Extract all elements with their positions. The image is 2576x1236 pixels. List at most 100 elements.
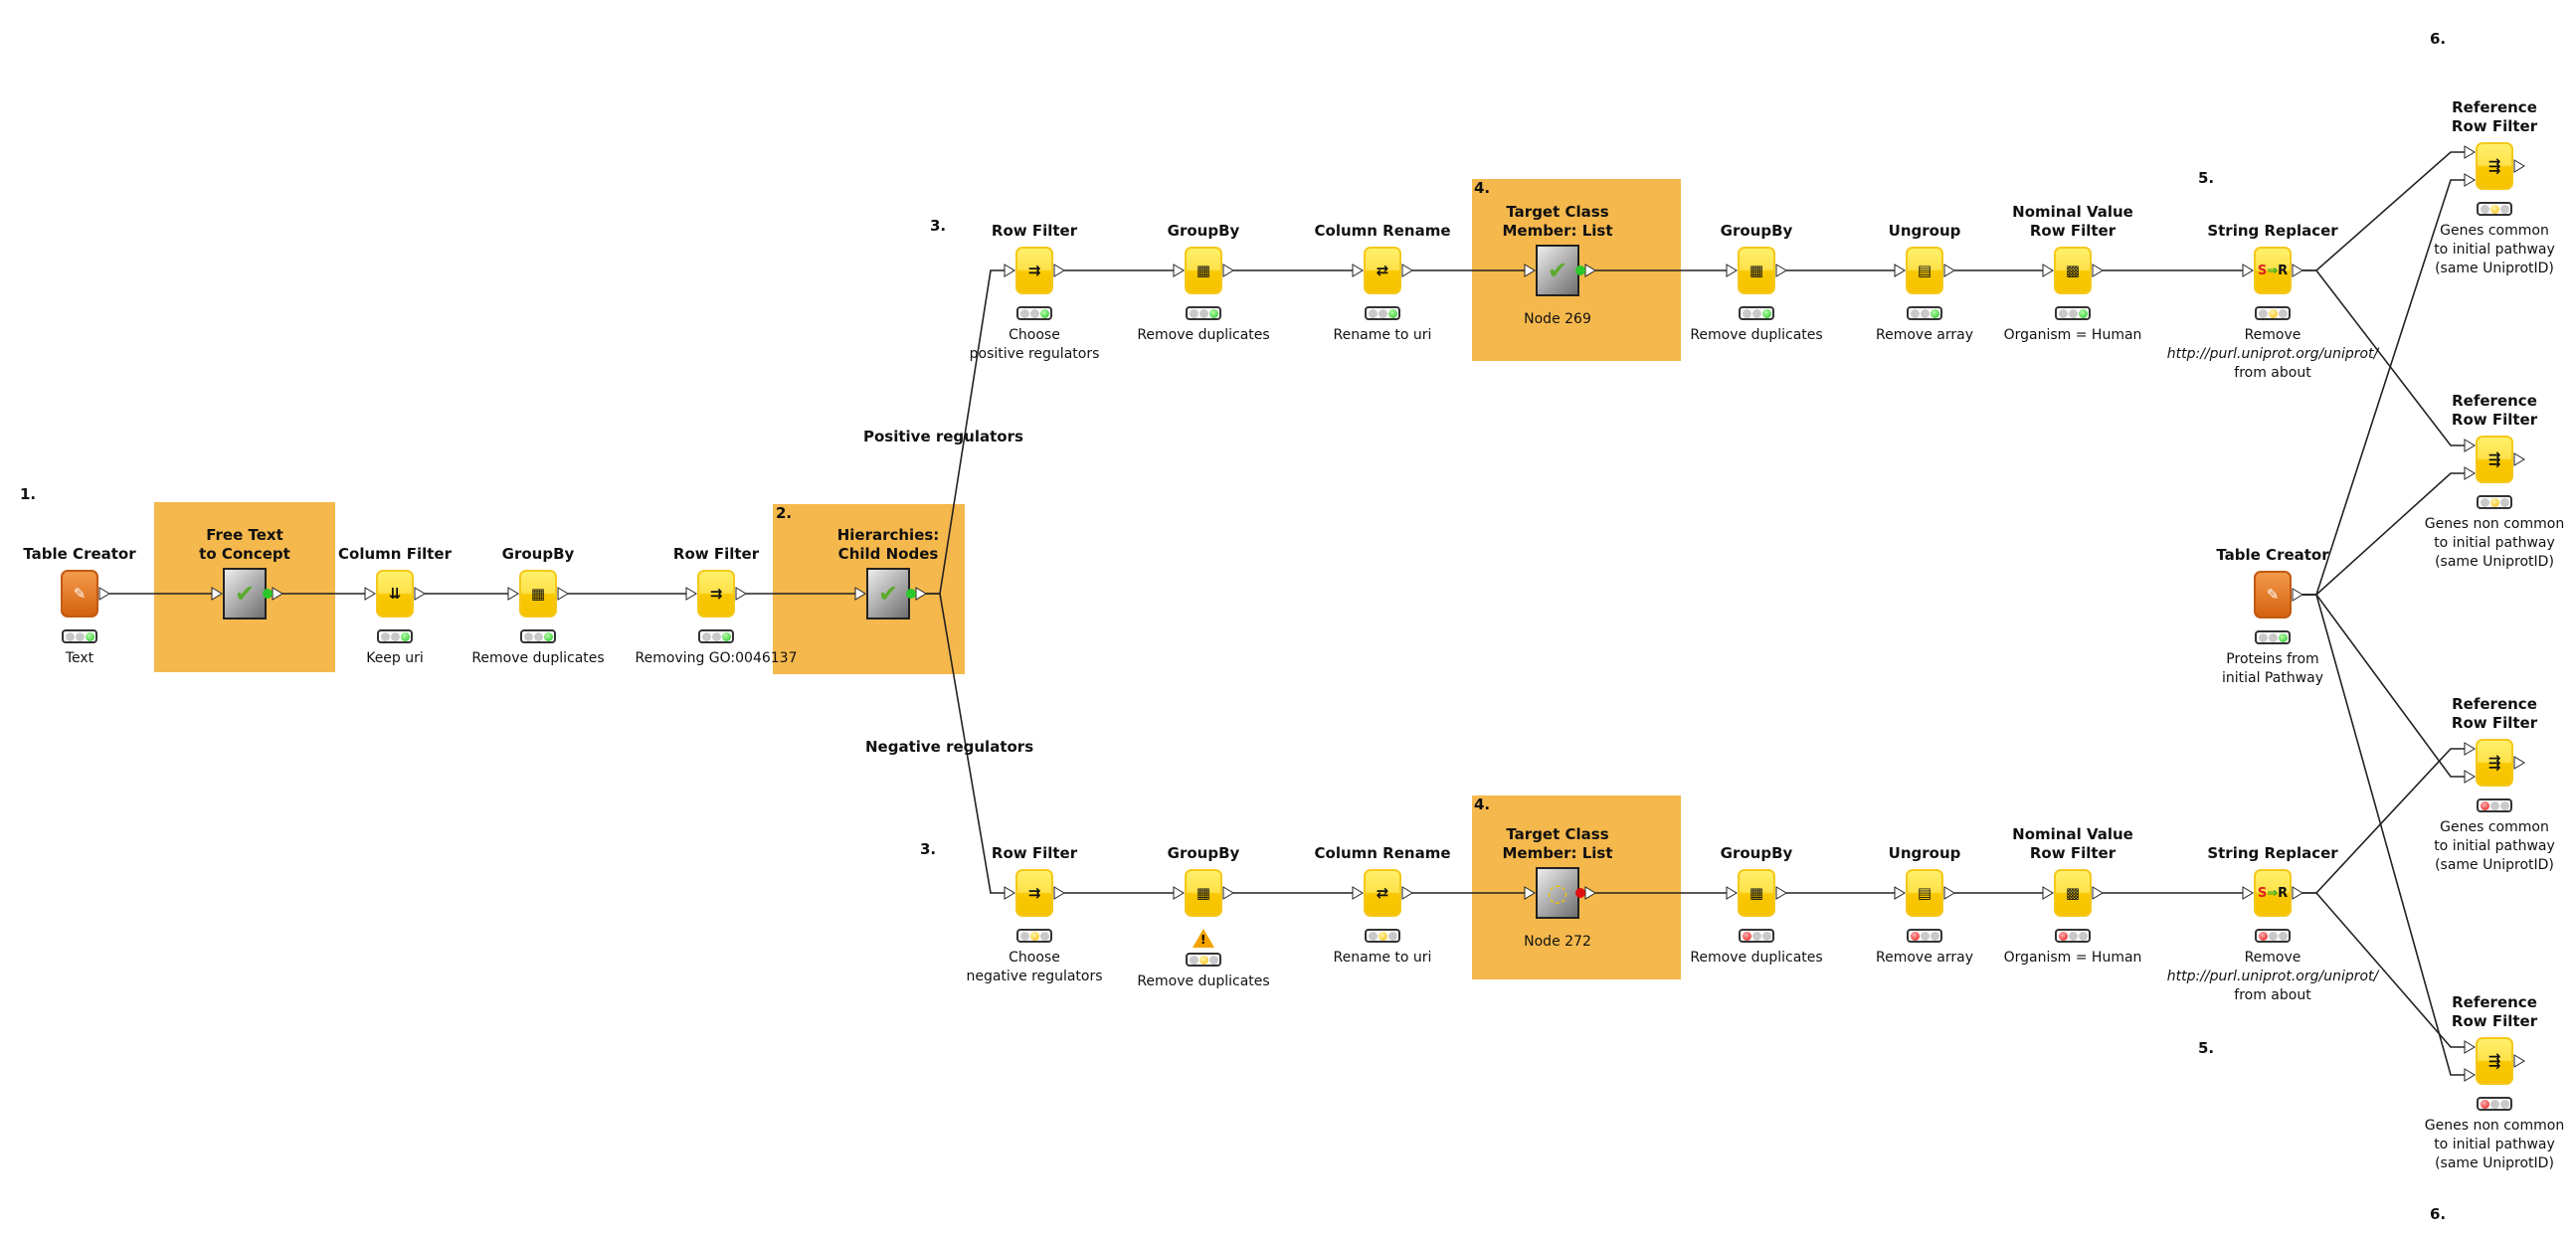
groupby-icon[interactable]: ▦	[1185, 247, 1222, 294]
input-port-icon[interactable]	[1524, 264, 1536, 277]
connection-wire[interactable]	[926, 269, 1005, 595]
column-filter-icon[interactable]: ⇊	[376, 570, 414, 618]
table-edit-icon[interactable]: ✎	[61, 570, 98, 618]
input-port-icon[interactable]	[1173, 886, 1185, 900]
input-port-icon[interactable]	[1726, 886, 1738, 900]
string-replacer-icon[interactable]: S⇒R	[2254, 869, 2292, 917]
node-title: GroupBy	[1721, 844, 1793, 863]
input-port-icon[interactable]	[211, 587, 223, 601]
output-port-icon[interactable]	[735, 587, 747, 601]
input-port-icon[interactable]	[2464, 742, 2476, 756]
input-port-icon[interactable]	[2464, 466, 2476, 480]
output-port-icon[interactable]	[2292, 588, 2303, 602]
node-title: GroupBy	[1168, 222, 1240, 241]
loading-icon[interactable]: ◌	[1536, 867, 1579, 919]
table-edit-icon[interactable]: ✎	[2254, 571, 2292, 618]
input-port-icon[interactable]	[2464, 1040, 2476, 1054]
table-edit-icon-glyph: ✎	[2266, 585, 2280, 604]
input-port-icon[interactable]	[2464, 1068, 2476, 1082]
output-port-icon[interactable]	[1222, 264, 1234, 277]
connection-wire[interactable]	[2302, 151, 2465, 271]
input-port-icon[interactable]	[2464, 145, 2476, 159]
output-port-icon[interactable]	[2292, 886, 2303, 900]
column-rename-icon[interactable]: ⇄	[1364, 247, 1401, 294]
output-port-icon[interactable]	[1053, 886, 1065, 900]
input-port-icon[interactable]	[1894, 264, 1906, 277]
input-port-icon[interactable]	[1352, 886, 1364, 900]
output-port-icon[interactable]	[1775, 886, 1787, 900]
reference-filter-icon[interactable]: ⇶	[2476, 436, 2513, 483]
reference-filter-icon[interactable]: ⇶	[2476, 739, 2513, 787]
input-port-icon[interactable]	[2242, 886, 2254, 900]
row-filter-icon[interactable]: ⇉	[1015, 247, 1053, 294]
output-port-icon[interactable]	[414, 587, 426, 601]
output-port-icon[interactable]	[915, 587, 927, 601]
input-port-icon[interactable]	[2042, 886, 2054, 900]
output-port-icon[interactable]	[1401, 886, 1413, 900]
step-annotation: 1.	[20, 485, 37, 503]
input-port-icon[interactable]	[1004, 264, 1015, 277]
reference-filter-icon[interactable]: ⇶	[2476, 1037, 2513, 1085]
input-port-icon[interactable]	[364, 587, 376, 601]
nominal-filter-icon[interactable]: ▩	[2054, 869, 2092, 917]
input-port-icon[interactable]	[2464, 770, 2476, 784]
input-port-icon[interactable]	[854, 587, 866, 601]
status-lamp	[2489, 800, 2499, 810]
row-filter-icon[interactable]: ⇉	[697, 570, 735, 618]
groupby-icon[interactable]: ▦	[1738, 247, 1775, 294]
output-port-icon[interactable]	[2513, 1054, 2525, 1068]
reference-filter-icon[interactable]: ⇶	[2476, 142, 2513, 190]
input-port-icon[interactable]	[685, 587, 697, 601]
status-lamp	[1742, 308, 1751, 318]
output-port-icon[interactable]	[1584, 264, 1596, 277]
input-port-icon[interactable]	[2042, 264, 2054, 277]
checkmark-icon[interactable]: ✔	[866, 568, 910, 619]
groupby-icon[interactable]: ▦	[1185, 869, 1222, 917]
output-port-icon[interactable]	[1943, 886, 1955, 900]
output-port-icon[interactable]	[1943, 264, 1955, 277]
checkmark-icon[interactable]: ✔	[1536, 245, 1579, 296]
checkmark-icon[interactable]: ✔	[223, 568, 267, 619]
output-port-icon[interactable]	[272, 587, 283, 601]
output-port-icon[interactable]	[2092, 264, 2104, 277]
output-port-icon[interactable]	[1053, 264, 1065, 277]
node-description-line: Remove array	[1876, 327, 1973, 343]
input-port-icon[interactable]	[507, 587, 519, 601]
column-rename-icon[interactable]: ⇄	[1364, 869, 1401, 917]
output-port-icon[interactable]	[2092, 886, 2104, 900]
input-port-icon[interactable]	[1173, 264, 1185, 277]
output-port-icon[interactable]	[2292, 264, 2303, 277]
ungroup-icon[interactable]: ▤	[1906, 869, 1943, 917]
input-port-icon[interactable]	[1726, 264, 1738, 277]
string-replacer-icon[interactable]: S⇒R	[2254, 247, 2292, 294]
nominal-filter-icon[interactable]: ▩	[2054, 247, 2092, 294]
input-port-icon[interactable]	[2464, 173, 2476, 187]
connection-wire[interactable]	[2302, 179, 2465, 596]
output-port-icon[interactable]	[1584, 886, 1596, 900]
ungroup-icon[interactable]: ▤	[1906, 247, 1943, 294]
input-port-icon[interactable]	[1524, 886, 1536, 900]
input-port-icon[interactable]	[2464, 439, 2476, 452]
column-rename-icon-glyph: ⇄	[1376, 261, 1389, 279]
output-port-icon[interactable]	[1401, 264, 1413, 277]
row-filter-icon[interactable]: ⇉	[1015, 869, 1053, 917]
connection-wire[interactable]	[2302, 594, 2465, 778]
node-description: Remove duplicates	[1690, 949, 1822, 968]
output-port-icon[interactable]	[1775, 264, 1787, 277]
input-port-icon[interactable]	[1894, 886, 1906, 900]
status-lamp	[2078, 308, 2088, 318]
input-port-icon[interactable]	[2242, 264, 2254, 277]
output-port-icon[interactable]	[1222, 886, 1234, 900]
output-port-icon[interactable]	[98, 587, 110, 601]
output-port-icon[interactable]	[2513, 452, 2525, 466]
connection-wire[interactable]	[2302, 748, 2465, 894]
output-port-icon[interactable]	[2513, 159, 2525, 173]
input-port-icon[interactable]	[1004, 886, 1015, 900]
output-port-icon[interactable]	[2513, 756, 2525, 770]
groupby-icon[interactable]: ▦	[1738, 869, 1775, 917]
groupby-icon[interactable]: ▦	[519, 570, 557, 618]
output-port-icon[interactable]	[557, 587, 569, 601]
input-port-icon[interactable]	[1352, 264, 1364, 277]
